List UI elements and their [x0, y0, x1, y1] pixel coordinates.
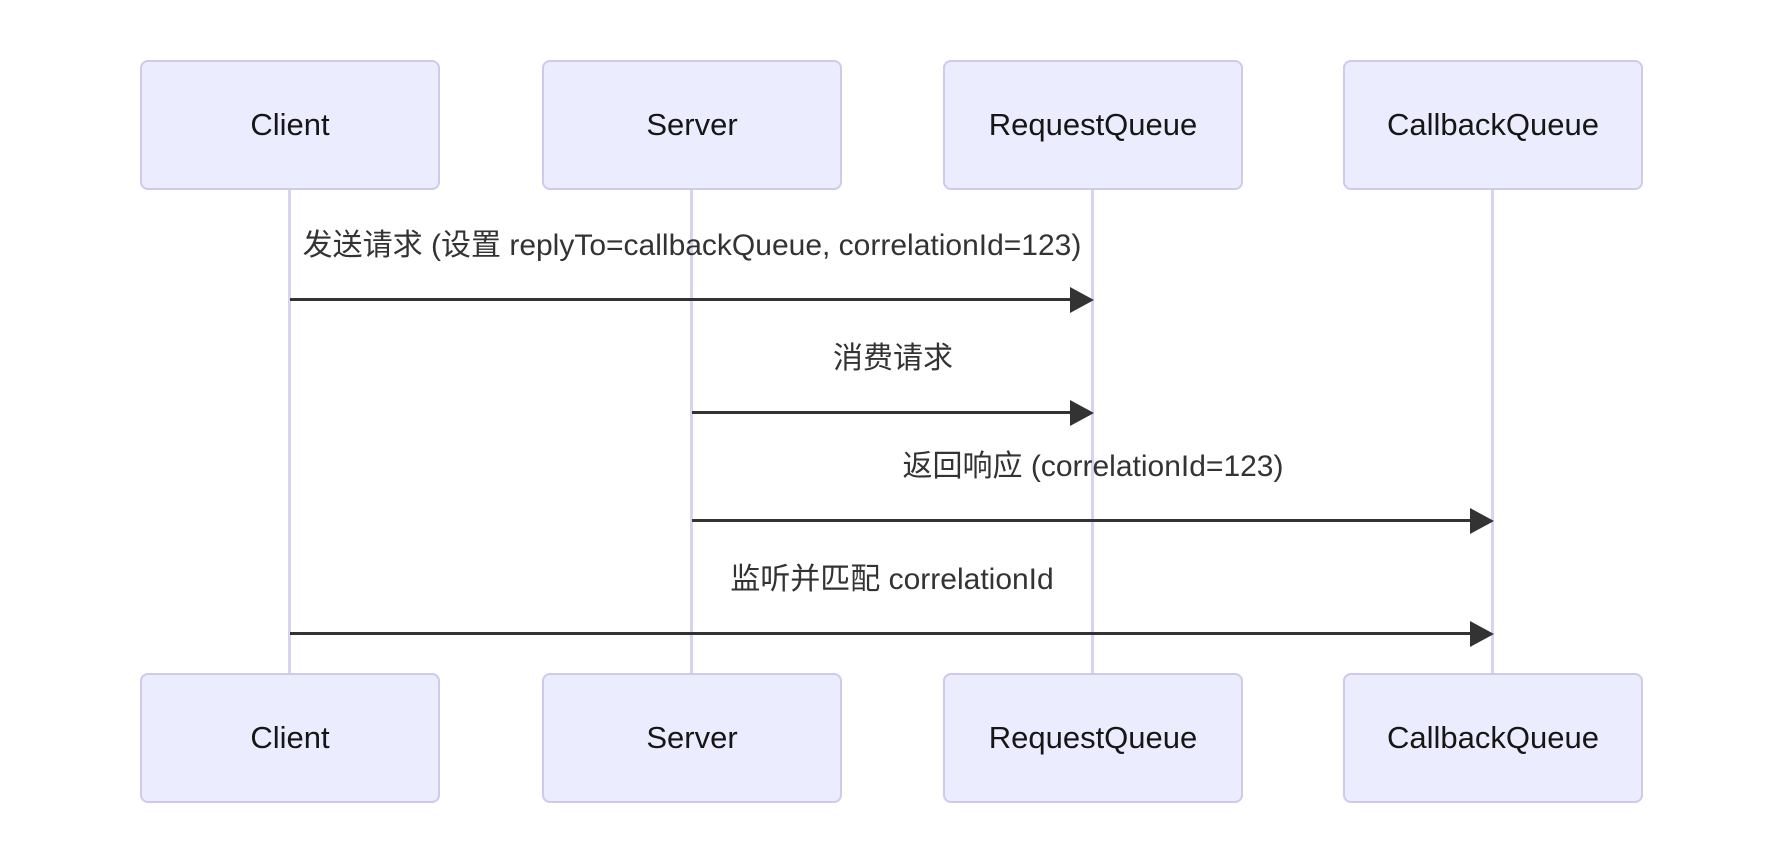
actor-client-bottom: Client	[140, 673, 440, 803]
actor-label: Client	[250, 107, 330, 142]
arrowhead-icon	[1470, 621, 1494, 647]
arrowhead-icon	[1470, 508, 1494, 534]
message-label-4: 监听并匹配 correlationId	[730, 563, 1054, 596]
actor-label: CallbackQueue	[1387, 720, 1599, 755]
actor-label: RequestQueue	[988, 107, 1198, 142]
message-line-4	[290, 632, 1473, 635]
actor-client-top: Client	[140, 60, 440, 190]
lifeline-server	[690, 190, 693, 673]
actor-requestqueue-bottom: RequestQueue	[943, 673, 1243, 803]
message-line-1	[290, 298, 1073, 301]
actor-callbackqueue-top: CallbackQueue	[1343, 60, 1643, 190]
message-line-3	[692, 519, 1473, 522]
message-label-2: 消费请求	[833, 342, 953, 375]
message-label-1: 发送请求 (设置 replyTo=callbackQueue, correlat…	[302, 229, 1082, 262]
lifeline-callbackqueue	[1491, 190, 1494, 673]
message-label-3: 返回响应 (correlationId=123)	[902, 450, 1284, 483]
lifeline-client	[288, 190, 291, 673]
message-line-2	[692, 411, 1073, 414]
lifeline-requestqueue	[1091, 190, 1094, 673]
actor-label: Server	[646, 720, 738, 755]
actor-server-bottom: Server	[542, 673, 842, 803]
actor-requestqueue-top: RequestQueue	[943, 60, 1243, 190]
arrowhead-icon	[1070, 400, 1094, 426]
arrowhead-icon	[1070, 287, 1094, 313]
actor-label: Client	[250, 720, 330, 755]
actor-label: RequestQueue	[988, 720, 1198, 755]
actor-label: CallbackQueue	[1387, 107, 1599, 142]
actor-label: Server	[646, 107, 738, 142]
actor-callbackqueue-bottom: CallbackQueue	[1343, 673, 1643, 803]
actor-server-top: Server	[542, 60, 842, 190]
